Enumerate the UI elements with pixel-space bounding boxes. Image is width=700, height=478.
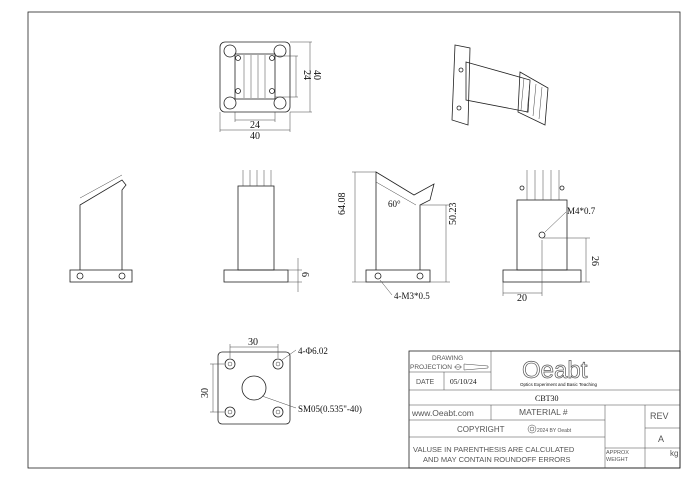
weight-label-1: APPROX	[606, 450, 629, 456]
website: www.Oeabt.com	[411, 408, 474, 418]
note-line-2: AND MAY CONTAIN ROUNDOFF ERRORS	[423, 455, 571, 464]
weight-label-2: WEIGHT	[606, 457, 629, 463]
dim-angle: 60°	[388, 199, 401, 209]
dim-outer-height: 40	[311, 70, 322, 80]
dim-inner-width: 24	[250, 120, 260, 131]
copyright-year: 2024 BY Oeabt	[537, 428, 572, 434]
logo-tagline: Optics Experiment and Basic Teaching	[520, 382, 597, 387]
isometric-view	[451, 44, 549, 126]
label-thread: M4*0.7	[567, 206, 596, 216]
dim-body-height: 50.23	[448, 203, 459, 226]
note-line-1: VALUSE IN PARENTHESIS ARE CALCULATED	[413, 445, 575, 454]
label-mounting-holes: 4-M3*0.5	[394, 291, 430, 301]
material-label: MATERIAL #	[519, 407, 568, 417]
oeabt-logo: Oeabt	[522, 357, 588, 384]
dim-bottom-width: 30	[248, 337, 258, 348]
date-value: 05/10/24	[450, 377, 477, 386]
front-view: 6	[223, 170, 310, 292]
dim-base-height: 6	[299, 272, 310, 277]
weight-unit: kg	[670, 449, 678, 458]
rev-label: REV	[650, 411, 669, 421]
left-side-view	[69, 174, 133, 283]
right-view: M4*0.7 26 20	[502, 170, 600, 304]
label-holes: 4-Φ6.02	[298, 346, 328, 356]
top-view: 24 40 24 40	[219, 41, 322, 142]
date-label: DATE	[416, 379, 434, 386]
dim-total-height: 64.08	[337, 193, 348, 216]
drawing-label: DRAWING	[432, 355, 463, 362]
bottom-view: 30 30 4-Φ6.02 SM05(0.535"-40)	[200, 337, 362, 425]
dim-outer-width: 40	[250, 131, 260, 142]
projection-label: PROJECTION	[410, 364, 452, 371]
title-block: DRAWING PROJECTION DATE 05/10/24 Oeabt O…	[408, 350, 681, 469]
label-sm05-thread: SM05(0.535"-40)	[298, 404, 362, 414]
copyright-label: COPYRIGHT	[457, 425, 505, 434]
dim-inner-height: 24	[301, 70, 312, 80]
projection-symbol-icon	[454, 363, 489, 371]
side-view: 64.08 50.23 60° 4-M3*0.5	[337, 171, 459, 301]
dim-hole-height: 26	[589, 256, 600, 266]
dim-bottom-height: 30	[200, 388, 211, 398]
rev-value: A	[658, 434, 664, 444]
part-number: CBT30	[535, 394, 559, 403]
sheet-border	[27, 11, 681, 469]
copyright-icon	[527, 424, 537, 434]
dim-hole-offset: 20	[517, 293, 527, 304]
